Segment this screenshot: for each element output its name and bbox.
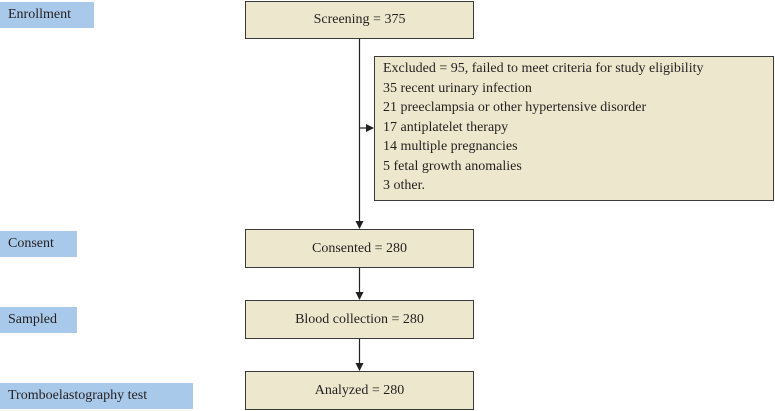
consented-text: Consented = 280	[312, 241, 407, 256]
screening-text: Screening = 375	[313, 12, 406, 27]
excluded-item: 21 preeclampsia or other hypertensive di…	[383, 100, 647, 115]
excluded-title: Excluded = 95, failed to meet criteria f…	[383, 61, 704, 76]
analyzed-text: Analyzed = 280	[314, 383, 405, 398]
excluded-item: 35 recent urinary infection	[383, 80, 532, 96]
stage-label-test: Tromboelastography test	[0, 383, 193, 409]
analyzed-box: Analyzed = 280	[245, 371, 474, 410]
stage-label-enrollment: Enrollment	[0, 2, 94, 28]
blood-collection-box: Blood collection = 280	[245, 300, 474, 339]
excluded-item: 14 multiple pregnancies	[383, 139, 518, 154]
blood-collection-text: Blood collection = 280	[295, 312, 424, 327]
stage-label-consent: Consent	[0, 231, 77, 257]
excluded-item: 3 other.	[383, 178, 425, 193]
excluded-item: 5 fetal growth anomalies	[383, 158, 522, 174]
excluded-box: Excluded = 95, failed to meet criteria f…	[374, 56, 774, 201]
stage-label-sampled: Sampled	[0, 307, 77, 333]
excluded-item: 17 antiplatelet therapy	[383, 119, 509, 135]
consented-box: Consented = 280	[245, 229, 474, 268]
screening-box: Screening = 375	[245, 1, 474, 39]
